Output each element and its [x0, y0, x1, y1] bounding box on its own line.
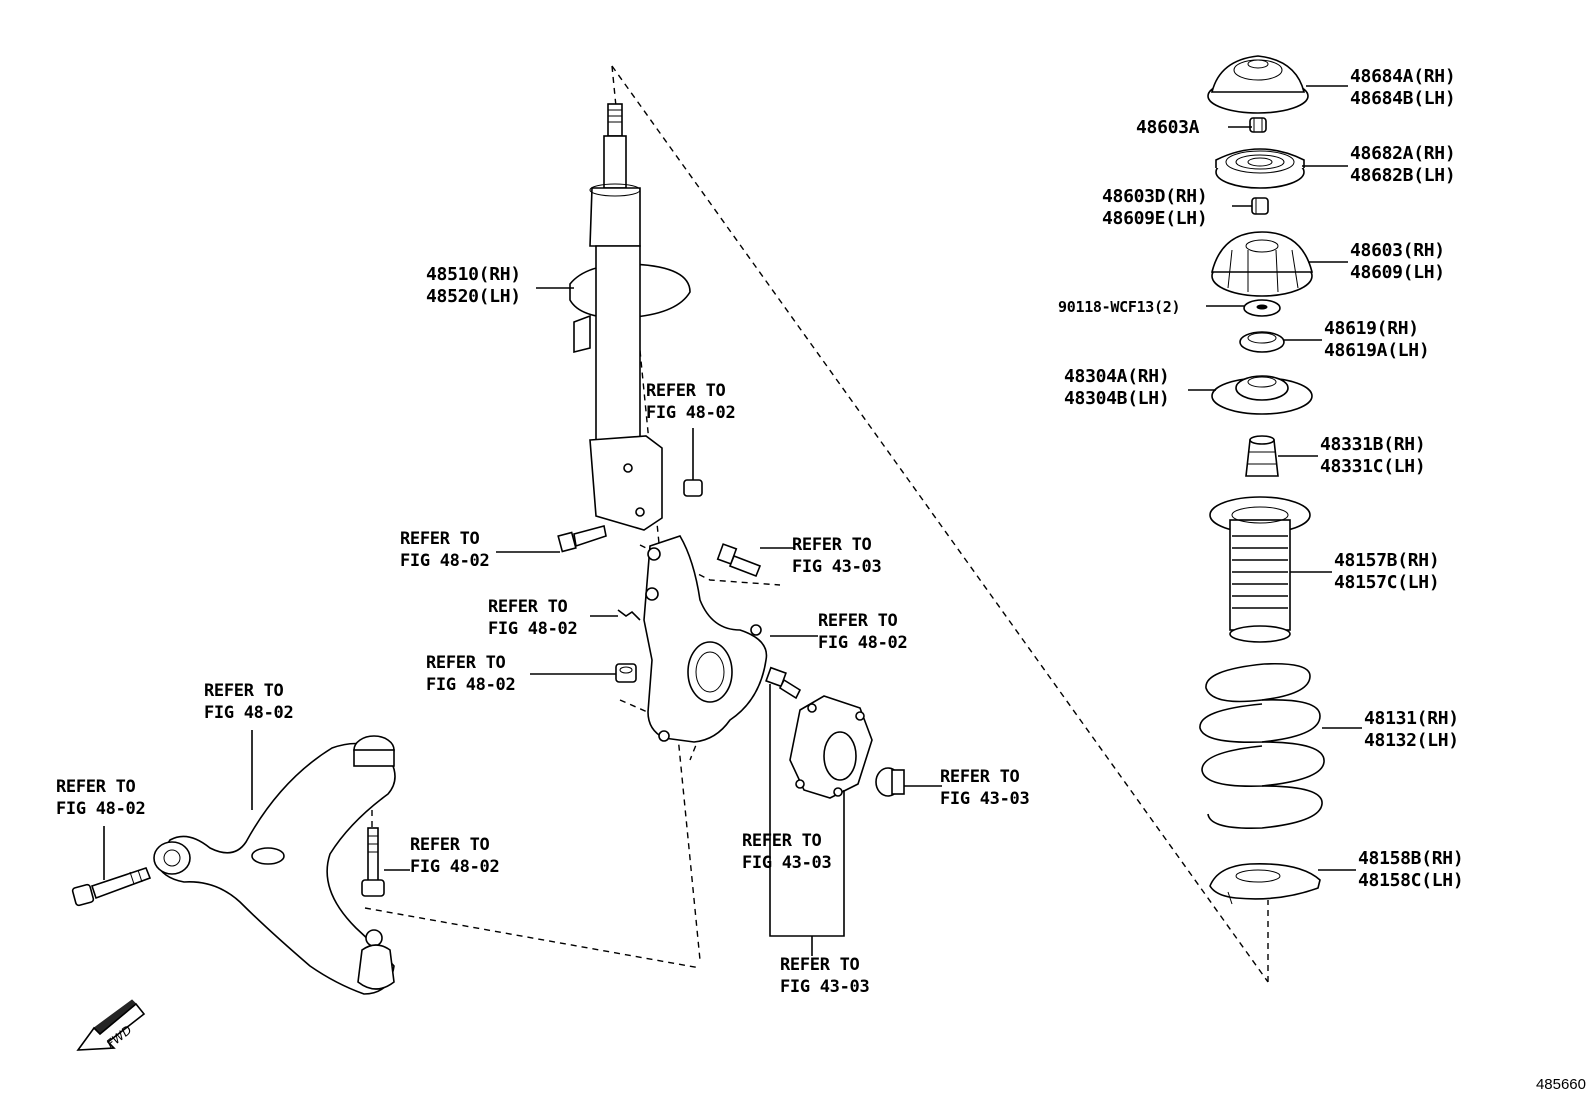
part-label-lower-insulator: 48158B(RH)48158C(LH) [1358, 848, 1464, 891]
part-label-bearing: 48682A(RH)48682B(LH) [1350, 143, 1456, 186]
strut-nut [683, 479, 703, 497]
wheel-hub-bearing [789, 695, 873, 799]
part-label-bump-stopper: 48331B(RH)48331C(LH) [1320, 434, 1426, 477]
part-label-upper-mount: 48684A(RH)48684B(LH) [1350, 66, 1456, 109]
coil-spring-48131 [1199, 662, 1325, 830]
shock-strut-48510 [569, 103, 691, 531]
part-label-nut-a: 48603A [1136, 117, 1200, 138]
leader-lines-right [1188, 85, 1362, 871]
part-label-washer: 90118-WCF13(2) [1058, 298, 1181, 316]
lower-control-arm [153, 735, 396, 995]
bump-stopper-48331 [1245, 435, 1279, 477]
bearing-48682 [1215, 148, 1305, 189]
hub-bolt [765, 666, 802, 700]
hub-nut [875, 767, 905, 797]
part-label-coil-spring: 48131(RH)48132(LH) [1364, 708, 1459, 751]
assembly-guide-line [611, 65, 1269, 983]
upper-mount-cap [1207, 55, 1309, 114]
washer-90118 [1243, 299, 1281, 317]
part-label-strut: 48510(RH)48520(LH) [426, 264, 521, 307]
part-label-nut-d: 48603D(RH)48609E(LH) [1102, 186, 1208, 229]
part-label-upper-seat: 48304A(RH)48304B(LH) [1064, 366, 1170, 409]
lower-insulator-48158 [1209, 863, 1321, 905]
assembly-guide-line [364, 907, 701, 969]
nut-48603a [1249, 117, 1267, 133]
fwd-arrow-icon: FWD [76, 999, 146, 1051]
arm-bolt [71, 867, 152, 907]
part-label-dust-boot: 48157B(RH)48157C(LH) [1334, 550, 1440, 593]
knuckle-nut [615, 663, 637, 683]
knuckle-bolt [716, 543, 762, 578]
strut-bolt [557, 525, 607, 553]
upper-seat-48304 [1211, 375, 1313, 415]
dust-boot-48157 [1209, 496, 1311, 643]
insulator-48619 [1239, 331, 1285, 353]
diagram-id: 485660 [1535, 1076, 1586, 1093]
hub-leader-bracket [769, 684, 845, 956]
part-label-insulator: 48619(RH)48619A(LH) [1324, 318, 1430, 361]
steering-knuckle [643, 535, 768, 743]
balljoint-bolt [361, 827, 385, 897]
cotter-clip [617, 609, 641, 621]
mount-support-48603 [1210, 231, 1314, 297]
nut-48603d [1251, 197, 1269, 215]
part-label-support: 48603(RH)48609(LH) [1350, 240, 1445, 283]
assembly-guide-line [611, 65, 701, 961]
